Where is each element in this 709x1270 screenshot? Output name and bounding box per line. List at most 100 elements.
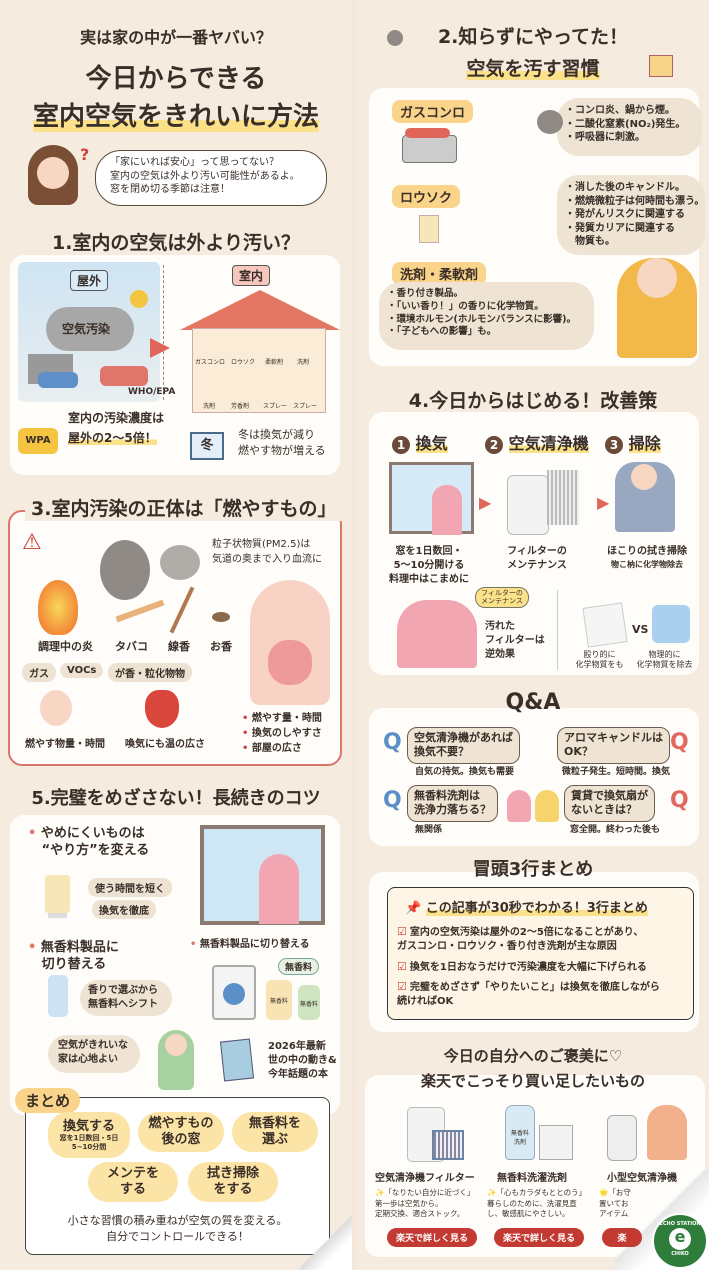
page-curl xyxy=(300,1215,352,1270)
child-illustration xyxy=(507,790,531,822)
reading-woman-image xyxy=(647,1105,687,1160)
filter-note: 汚れたフィルターは逆効果 xyxy=(485,621,545,660)
summary-line: ☑室内の空気汚染は屋外の2〜5倍になることがあり、 ガスコンロ・ロウソク・香り付… xyxy=(397,925,644,952)
unscented-tag: 無香料 xyxy=(278,958,320,975)
winter-house-icon: 冬 xyxy=(190,432,224,460)
reward-title: 今日の自分へのご褒美に♡ xyxy=(443,1047,623,1065)
smoke-illustration xyxy=(100,540,150,600)
speech-line: 室内の空気は外より汚い可能性があるよ。 xyxy=(110,170,300,182)
habit-label: ロウソク xyxy=(392,185,461,208)
blue-car xyxy=(38,372,78,388)
q-icon: Q xyxy=(670,730,689,755)
tip-tag: 使う時間を短く xyxy=(88,878,172,897)
rakuten-button[interactable]: 楽天で詳しく見る xyxy=(387,1228,477,1247)
divider xyxy=(557,590,558,670)
item-label: 柔軟剤 xyxy=(265,359,284,366)
bottle-illustration xyxy=(48,975,68,1017)
pump-bottle: 無香料 xyxy=(298,985,320,1020)
smoke-illustration xyxy=(160,545,200,580)
pollutant-tag: ガス xyxy=(22,663,56,682)
product-desc: 🌟「お守置いておアイテム xyxy=(599,1188,631,1218)
candle-icon xyxy=(419,215,439,243)
question-bubble[interactable]: アロマキャンドルは OK？ xyxy=(557,727,670,764)
tagline: 実は家の中が一番ヤバい？ xyxy=(80,28,272,47)
question-bubble[interactable]: 空気清浄機があれば 換気不要？ xyxy=(407,727,520,764)
item-label: ロウソク xyxy=(231,359,256,366)
section1-heading: 1.室内の空気は外より汚い？ xyxy=(51,232,301,254)
factor-item: 部屋の広さ xyxy=(251,743,302,754)
arrow-icon: ▶ xyxy=(479,493,492,512)
matome-label: まとめ xyxy=(15,1088,81,1113)
section2-heading: 空気を汚す習慣 xyxy=(466,58,600,80)
smoke-icon xyxy=(537,110,563,134)
summary-title: 冒頭3行まとめ xyxy=(472,859,594,880)
q-icon: Q xyxy=(383,788,402,813)
product-name: 無香料洗濯洗剤 xyxy=(497,1173,567,1184)
tip-title: 無香料製品に切り替える xyxy=(199,939,310,950)
winter-text: 燃やす物が増える xyxy=(238,444,326,457)
question-bubble[interactable]: 賃貸で換気扇が ないときは？ xyxy=(564,785,655,822)
thinking-woman-illustration xyxy=(28,145,78,205)
smog-cloud xyxy=(46,307,134,351)
answer-text: 自気の持気。換気も需要 xyxy=(415,767,515,777)
book-text: 2026年最新 xyxy=(268,1041,326,1052)
gas-stove-illustration xyxy=(402,128,457,163)
speech-line: 「家にいれば安心」って思ってない？ xyxy=(110,157,279,168)
factor-item: 燃やす量・時間 xyxy=(251,713,322,724)
step-3: 3 掃除 xyxy=(605,430,661,454)
summary-line: ☑換気を1日おなうだけで汚染濃度を大幅に下げられる xyxy=(397,960,647,973)
effect-label: 喚気にも温の広さ xyxy=(125,739,205,750)
q-icon: Q xyxy=(383,730,402,755)
checkbox-icon: ☑ xyxy=(397,980,407,993)
wiping-woman-illustration xyxy=(615,462,675,532)
step-caption: 窓を1日数回・5〜10分開ける料理中はこまめに xyxy=(389,546,469,585)
left-column: 実は家の中が一番ヤバい？ 今日からできる 室内空気をきれいに方法 ? 「家にいれ… xyxy=(0,0,352,1270)
pm-note: 粒子状物質(PM2.5)は xyxy=(212,539,311,550)
vs-label: VS xyxy=(632,623,649,636)
tip-title: “やり方”を変える xyxy=(41,842,150,858)
q-icon: Q xyxy=(670,788,689,813)
pushpin-icon: 📌 xyxy=(405,901,422,916)
title-line2: 室内空気をきれいに方法 xyxy=(0,96,352,133)
arrow-icon xyxy=(150,338,170,358)
air-purifier-illustration xyxy=(507,475,549,535)
compare-right: 物理的に化学物質を除去 xyxy=(636,650,693,670)
step-2: 2 空気清浄機 xyxy=(485,430,589,454)
pollution-label: 空気汚染 xyxy=(62,322,111,336)
wpa-badge: WPA xyxy=(18,428,58,454)
matome-item: 拭き掃除 をする xyxy=(188,1162,278,1202)
respiratory-illustration xyxy=(250,580,330,705)
heart-illustration xyxy=(145,690,179,728)
divider xyxy=(163,265,164,400)
microfiber-cloth-illustration xyxy=(652,605,690,643)
step-caption: フィルターのメンテナンス xyxy=(507,546,567,571)
sun-icon xyxy=(130,290,148,308)
echo-station-logo: ECHO STATION e CHIKO xyxy=(652,1213,708,1269)
house-body: ガスコンロ ロウソク 柔軟剤 洗剤 洗剤 芳香剤 スプレー スプレー xyxy=(192,328,326,413)
rakuten-button[interactable]: 楽天で詳しく見る xyxy=(494,1228,584,1247)
washer-image xyxy=(539,1125,573,1160)
habit-bubble: ・コンロ炎、鍋から煙。・二酸化窒素(NO₂)発生。・呼吸器に刺激。 xyxy=(557,98,702,156)
habit-bubble: ・消した後のキャンドル。・燃焼微粒子は何時間も漂う。・発がんリスクに関連する・発… xyxy=(557,175,705,255)
source-label: WHO/EPA xyxy=(128,387,176,397)
warning-icon: ⚠ xyxy=(22,530,42,555)
step-1: 1 換気 xyxy=(392,430,448,454)
indoor-label: 室内 xyxy=(232,265,271,286)
question-mark-icon: ? xyxy=(80,145,90,164)
comfort-bubble: 空気がきれいな家は心地よい xyxy=(48,1035,140,1073)
matome-item: 換気する窓を1日数回・5日 5~10分間 xyxy=(48,1112,130,1158)
red-car xyxy=(100,366,148,386)
section2-heading: 2.知らずにやってた！ xyxy=(437,26,629,48)
question-bubble[interactable]: 無香料洗剤は 洗浄力落ちる？ xyxy=(407,785,498,822)
outdoor-panel: 屋外 空気汚染 xyxy=(18,262,160,402)
filter-illustration xyxy=(547,470,579,525)
checkbox-icon: ☑ xyxy=(397,960,407,973)
title-highlight: 室内空気をきれいに方法 xyxy=(32,102,319,132)
habit-label: 洗剤・柔軟剤 xyxy=(392,262,487,285)
fact-highlight: 屋外の2〜5倍！ xyxy=(68,431,157,445)
pm-note: 気道の奥まで入り血流に xyxy=(212,554,322,565)
rakuten-button[interactable]: 楽 xyxy=(602,1228,642,1247)
reading-girl-illustration xyxy=(158,1030,194,1090)
cooking-woman-illustration xyxy=(617,258,697,358)
product-desc: ✨「なりたい自分に近づく」第一歩は空気から。定期交換、適合ストック。 xyxy=(375,1188,475,1218)
